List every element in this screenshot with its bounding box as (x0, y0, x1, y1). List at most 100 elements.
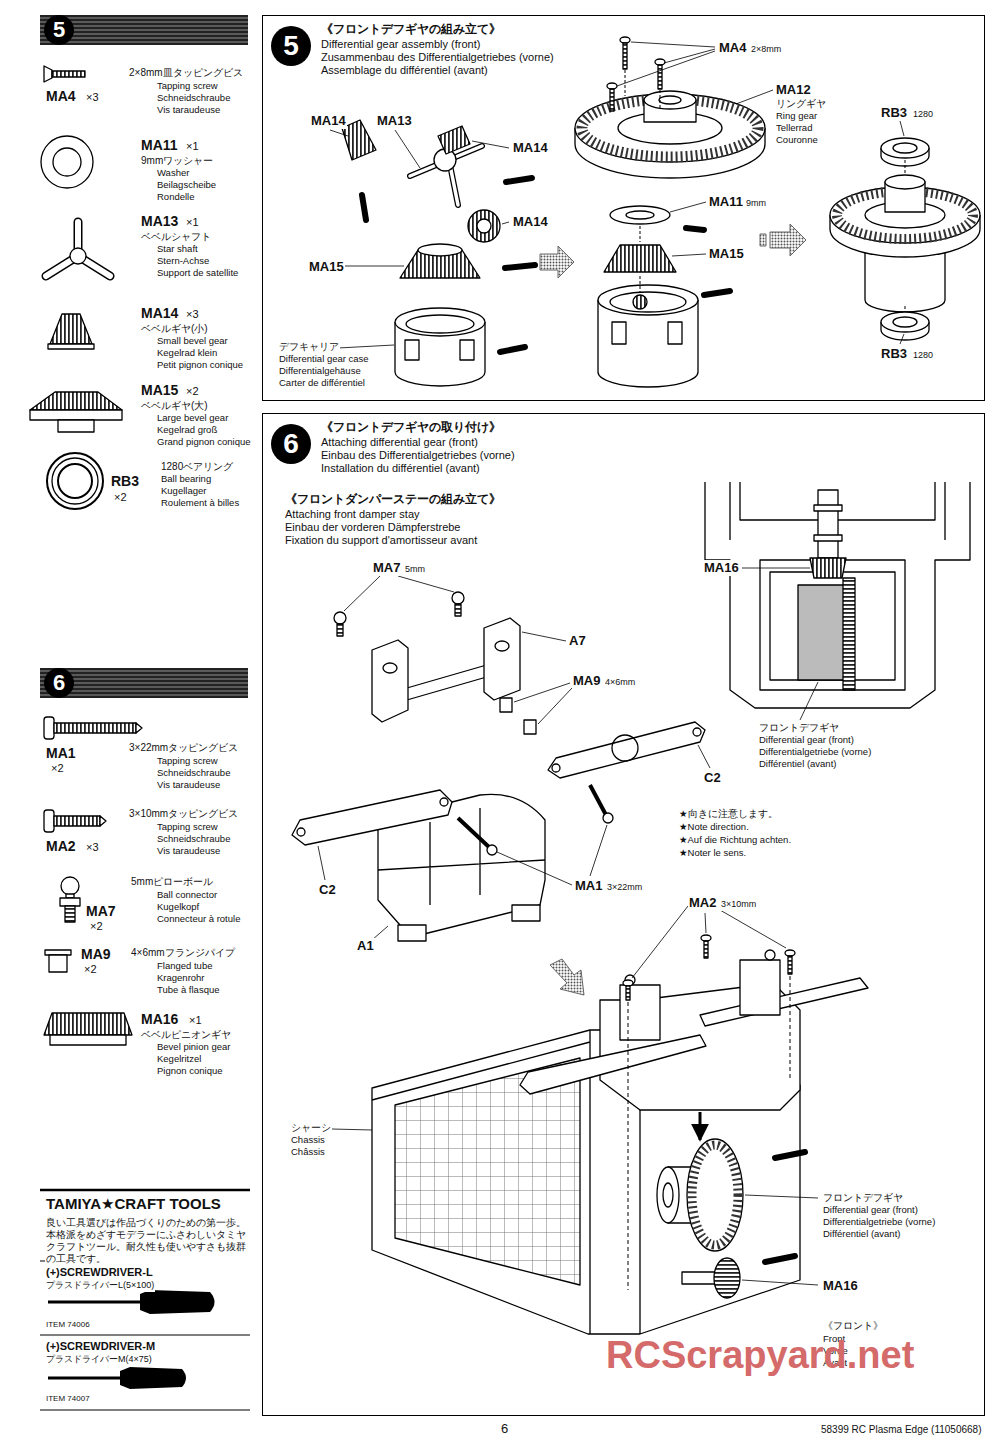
leader-line (632, 906, 688, 978)
label-text: ×2 (50, 762, 65, 776)
grease-mark (765, 1256, 795, 1262)
label-text: Grand pignon conique (156, 436, 252, 448)
damper-stay-illustration (693, 728, 701, 736)
damper-stay-illustration (500, 698, 512, 712)
label-text: Large bevel gear (156, 412, 229, 424)
label-text: Flanged tube (156, 960, 213, 972)
label-text: 3×22mm (606, 882, 643, 894)
label-text: 5mm (404, 564, 426, 576)
chassis-top-view (760, 560, 905, 690)
label-text: Ring gear (775, 110, 818, 122)
step-title: 《フロントデフギヤの取り付け》 (321, 420, 501, 434)
leader-line (672, 254, 706, 256)
gear-illustration (604, 245, 676, 272)
label-text: ×3 (185, 308, 200, 322)
leader-line (720, 910, 786, 948)
part-number: MA11 (708, 194, 744, 210)
gear-illustration (410, 146, 482, 205)
gear-illustration (893, 143, 917, 153)
gear-illustration (468, 210, 500, 242)
leader-line (502, 222, 509, 224)
brand-heading: TAMIYA★CRAFT TOOLS (45, 1195, 222, 1213)
gear-illustration (410, 146, 482, 205)
step-panel: 5《フロントデフギヤの組み立て》Differential gear assemb… (262, 15, 985, 401)
label-text: Différentiel (avant) (758, 758, 837, 770)
damper-stay-illustration (398, 925, 426, 941)
part-icon (47, 453, 103, 509)
part-number: MA1 (574, 878, 603, 894)
part-number: (+)SCREWDRIVER-L (45, 1266, 154, 1280)
part-number: MA15 (308, 259, 345, 275)
label-text: Chassis (290, 1134, 326, 1146)
label-text: 5mmピローボール (130, 876, 214, 889)
leader-line (742, 1280, 818, 1285)
leader-line (698, 745, 710, 768)
label-text: ★Auf die Richtung achten. (678, 834, 792, 846)
label-text: Différentiel (avant) (822, 1228, 901, 1240)
label-text: Kugelkopf (156, 901, 200, 913)
step-number-text: 5 (271, 26, 311, 66)
part-number: MA2 (688, 895, 717, 911)
chassis-illustration (620, 985, 660, 1040)
label-text: 2×8mm (750, 44, 782, 56)
part-number: MA15 (708, 246, 745, 262)
label-text: Tapping screw (156, 755, 219, 767)
part-icon (44, 810, 54, 832)
damper-stay-illustration (548, 722, 705, 778)
watermark: RCScrapyard.net (605, 1335, 915, 1376)
part-icon (52, 71, 85, 77)
gear-illustration (620, 37, 630, 43)
gear-illustration (668, 322, 682, 344)
label-text: ITEM 74007 (45, 1394, 91, 1405)
chassis-illustration (765, 950, 775, 960)
gear-illustration (655, 59, 665, 65)
damper-stay-illustration (292, 790, 452, 845)
part-number: MA13 (140, 213, 179, 230)
label-text: Kragenrohr (156, 972, 206, 984)
gear-illustration (450, 165, 458, 205)
grease-mark (505, 265, 535, 268)
label-text: Connecteur à rotule (156, 913, 241, 925)
part-number: MA16 (822, 1278, 859, 1294)
gear-illustration (881, 138, 929, 158)
part-number: A7 (568, 633, 587, 649)
label-text: Differential gear case (278, 353, 370, 365)
label-text: 9mm (745, 198, 767, 210)
part-number: C2 (703, 770, 722, 786)
label-text: 1280 (912, 109, 934, 121)
grease-mark (775, 1152, 805, 1158)
label-text: Beilagscheibe (156, 179, 217, 191)
label-text: 4×6mm (604, 677, 636, 689)
part-icon (30, 410, 122, 420)
damper-stay-illustration (612, 735, 638, 761)
damper-stay-illustration (334, 612, 346, 624)
leader-line (664, 49, 715, 63)
leader-line (745, 1195, 818, 1198)
insert-arrow (699, 1112, 702, 1140)
chassis-illustration (704, 941, 708, 958)
guide-line (790, 976, 791, 1080)
part-icon (46, 222, 110, 276)
part-number: MA2 (45, 838, 77, 855)
label-text: リングギヤ (775, 98, 827, 110)
label-text: Carter de différentiel (278, 377, 366, 389)
gear-illustration (607, 83, 617, 89)
label-text: Vis taraudeuse (156, 104, 221, 116)
leader-line (344, 576, 380, 611)
separator-line (40, 1189, 250, 1192)
damper-stay-illustration (458, 818, 490, 848)
part-number: MA16 (140, 1011, 179, 1028)
leader-line (900, 121, 904, 136)
label-text: Schneidschraube (156, 833, 231, 845)
label-text: ×2 (83, 963, 98, 977)
chassis-illustration (687, 1139, 743, 1251)
leader-line (617, 51, 715, 86)
part-number: MA12 (775, 82, 812, 98)
part-number: MA14 (512, 140, 549, 156)
label-text: Ball bearing (160, 473, 212, 485)
part-icon (54, 723, 136, 733)
part-number: MA14 (310, 113, 347, 129)
gear-illustration (610, 89, 614, 111)
damper-stay-illustration (292, 592, 705, 941)
step-title: Differential gear assembly (front) (321, 38, 480, 51)
